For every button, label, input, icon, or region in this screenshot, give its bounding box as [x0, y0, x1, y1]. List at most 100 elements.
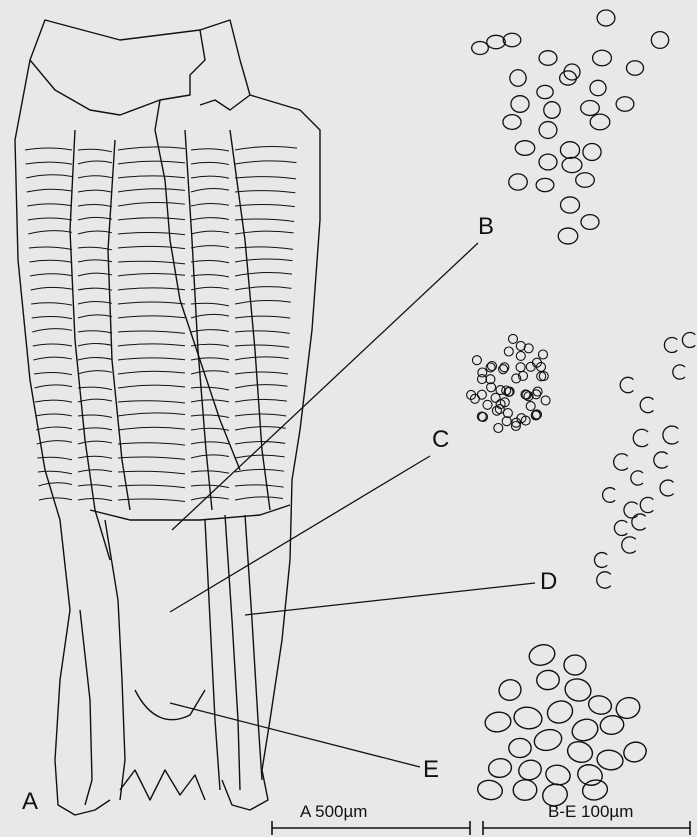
rib-line	[26, 162, 72, 164]
spore	[562, 157, 582, 172]
rib-line	[38, 471, 72, 474]
rib-line	[191, 442, 229, 444]
spore	[496, 386, 505, 395]
spore	[509, 174, 528, 190]
rib-line	[29, 247, 72, 249]
rib-line	[235, 177, 296, 179]
rib-line	[118, 385, 185, 388]
rib-line	[235, 161, 296, 164]
rib-line	[118, 413, 185, 416]
spore	[558, 228, 578, 244]
rib-line	[235, 219, 294, 221]
spore	[472, 41, 489, 54]
spore	[533, 387, 542, 396]
rib-line	[235, 485, 284, 487]
rib-line	[78, 485, 112, 487]
spore	[488, 757, 513, 778]
spore	[560, 197, 579, 213]
rib-line	[78, 149, 112, 152]
spore	[497, 677, 524, 703]
rib-line	[78, 161, 112, 164]
rib-line	[191, 188, 229, 192]
rib-line	[235, 357, 289, 360]
spore	[614, 521, 627, 536]
rib-line	[78, 331, 112, 333]
spore	[564, 655, 587, 676]
rib-line	[26, 175, 72, 178]
rib-line	[235, 399, 287, 402]
spore	[476, 778, 504, 801]
spore	[563, 676, 594, 704]
rib-line	[191, 415, 229, 417]
rib-line	[191, 371, 229, 374]
spore	[597, 10, 615, 26]
spore	[560, 71, 577, 85]
spore	[503, 115, 521, 130]
rib-line	[118, 233, 185, 235]
scale-bar-a	[272, 821, 470, 835]
spore	[537, 85, 553, 98]
scale-label-be: B-E 100µm	[548, 803, 633, 820]
rib-line	[118, 189, 185, 192]
rib-line	[118, 302, 185, 304]
rib-line	[35, 400, 72, 402]
rib-line	[35, 385, 72, 388]
spore	[510, 70, 526, 87]
rib-line	[235, 372, 288, 374]
spore	[576, 173, 595, 188]
spore	[581, 101, 600, 116]
rib-line	[191, 246, 229, 248]
rib-line	[235, 259, 293, 262]
rib-line	[191, 358, 229, 360]
rib-line	[78, 441, 112, 444]
scale-label-a: A 500µm	[300, 803, 367, 820]
spore	[581, 215, 599, 230]
spore	[640, 497, 653, 512]
spore	[478, 375, 487, 384]
rib-line	[191, 149, 229, 151]
rib-line	[118, 331, 185, 333]
spore	[654, 452, 668, 468]
rib-line	[191, 344, 229, 346]
rib-line	[31, 303, 72, 305]
rib-line	[235, 469, 284, 472]
spore	[511, 96, 529, 113]
spore	[516, 758, 543, 783]
spore	[515, 141, 535, 156]
rib-line	[78, 498, 112, 500]
rib-line	[191, 471, 229, 473]
rib-line	[235, 331, 290, 333]
spore	[494, 424, 503, 433]
rib-line	[118, 273, 185, 276]
spore	[682, 333, 695, 348]
rib-line	[191, 275, 229, 277]
rib-line	[33, 344, 72, 346]
spore	[487, 35, 505, 48]
spore	[593, 50, 612, 66]
rib-line	[78, 217, 112, 220]
spore	[664, 338, 677, 353]
spore	[536, 670, 559, 690]
rib-line	[235, 247, 293, 249]
rib-line	[31, 287, 72, 290]
spore	[621, 739, 648, 764]
spore	[581, 778, 609, 802]
spore	[541, 396, 550, 405]
spore	[536, 178, 554, 191]
spore	[673, 365, 685, 379]
rib-line	[235, 385, 287, 388]
spore	[539, 350, 548, 359]
rib-line	[32, 329, 72, 332]
rib-line	[78, 231, 112, 234]
rib-line	[235, 345, 289, 347]
rib-line	[235, 287, 291, 290]
rib-line	[235, 455, 285, 458]
rib-line	[118, 427, 185, 430]
label-a: A	[22, 790, 38, 814]
spore	[516, 351, 525, 360]
label-d: D	[540, 570, 557, 594]
rib-line	[78, 358, 112, 360]
spore-cluster-d	[594, 333, 695, 589]
rib-line	[118, 161, 185, 164]
rib-line	[78, 428, 112, 430]
